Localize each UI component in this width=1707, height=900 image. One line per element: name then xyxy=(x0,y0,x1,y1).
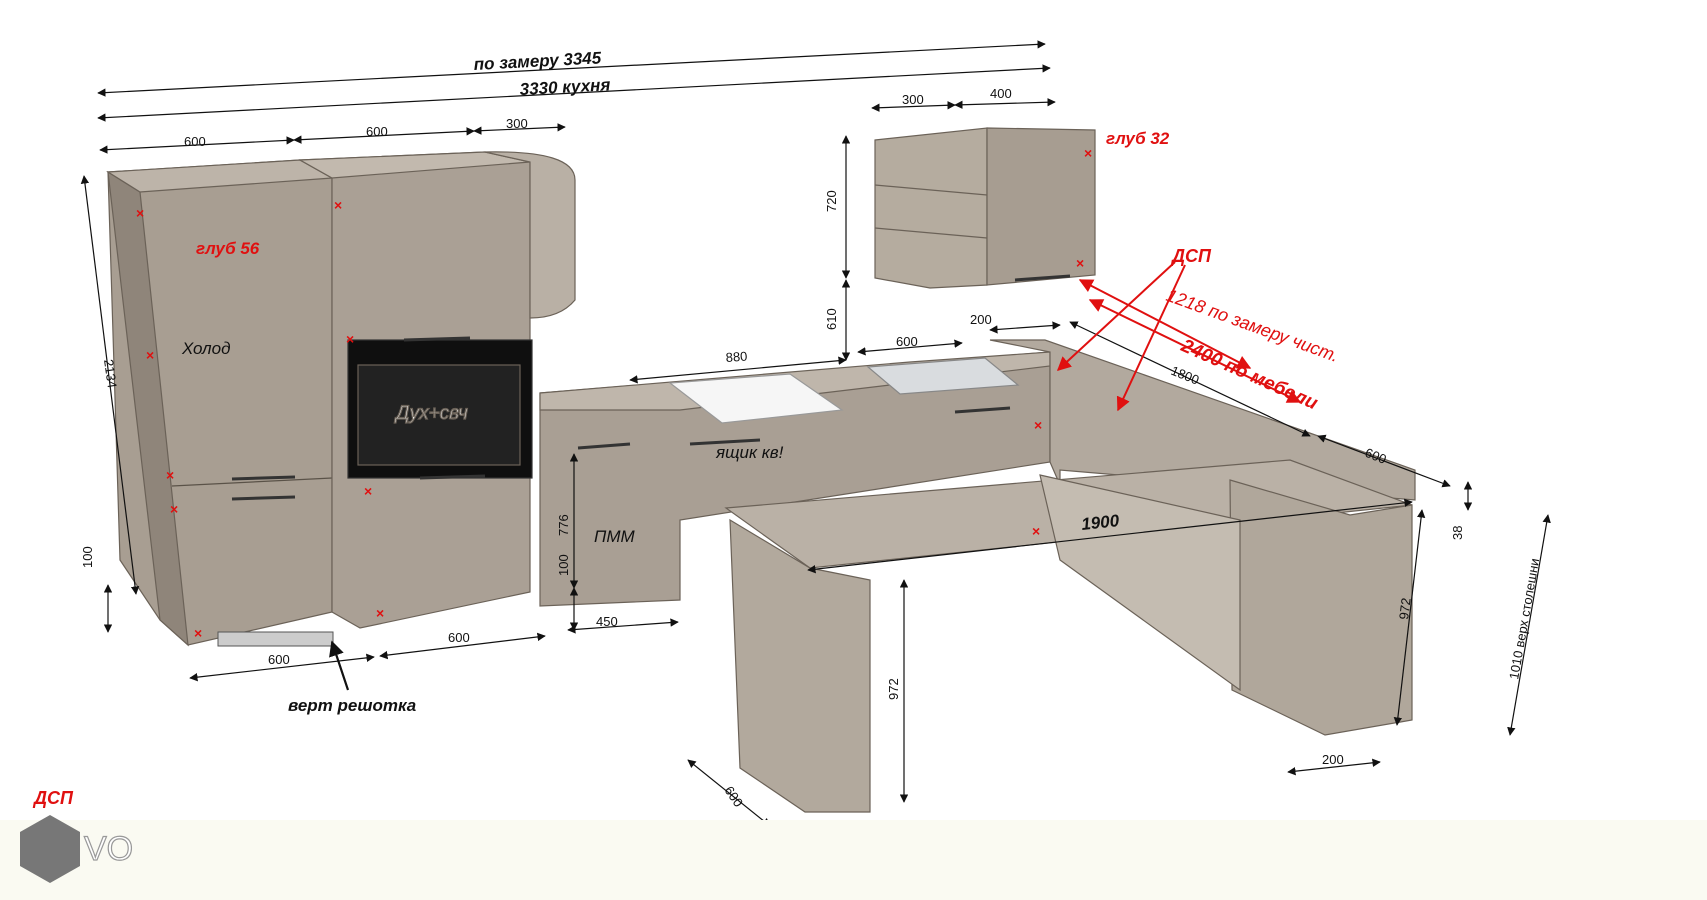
logo-text: VO xyxy=(84,830,133,868)
side-1800-dim: 1800 xyxy=(1169,363,1201,388)
top-dim-1: 600 xyxy=(184,134,206,149)
measure-total-label: по замеру 3345 xyxy=(473,48,602,74)
corner-dim: 200 xyxy=(970,312,992,327)
upper-depth-label: глуб 32 xyxy=(1106,129,1170,148)
corner-shelf-upper xyxy=(484,151,576,319)
dimension-lines xyxy=(80,40,1551,852)
tall-height-label: 2134 xyxy=(101,358,120,389)
plinth-label: 100 xyxy=(80,546,95,568)
svg-text:×: × xyxy=(194,625,202,641)
evo-logo: VO xyxy=(20,815,134,883)
dishwasher-label: ПММ xyxy=(594,527,635,546)
hob-dim: 880 xyxy=(725,349,748,365)
island-leg-right xyxy=(1229,479,1413,736)
footer-material-label: ДСП xyxy=(32,788,74,808)
material-arrows xyxy=(1056,261,1302,412)
handles xyxy=(231,274,1071,501)
pmm-height-dim: 776 xyxy=(556,514,571,536)
upper-dim-1: 300 xyxy=(902,92,924,107)
upper-height-label: 720 xyxy=(824,190,839,212)
svg-text:×: × xyxy=(334,197,342,213)
svg-text:×: × xyxy=(346,331,354,347)
counter-thickness-dim: 38 xyxy=(1450,526,1465,540)
right-leg-width-dim: 200 xyxy=(1322,752,1344,767)
fridge-label: Холод xyxy=(181,339,231,358)
svg-text:×: × xyxy=(1076,255,1084,271)
top-height-dim: 1010 верх столешни xyxy=(1506,557,1542,680)
kitchen-total-label: 3330 кухня xyxy=(519,75,611,99)
tall-depth-label: глуб 56 xyxy=(196,239,260,258)
footer-band xyxy=(0,820,1707,900)
material-callout: ДСП xyxy=(1170,246,1212,266)
top-dim-3: 300 xyxy=(506,116,528,131)
drawer-label: ящик кв! xyxy=(715,443,784,462)
gap-label: 610 xyxy=(824,308,839,330)
right-leg-height-dim: 972 xyxy=(1396,597,1414,620)
oven-label: Дух+свч xyxy=(394,403,468,424)
svg-text:×: × xyxy=(376,605,384,621)
grille-label: верт решотка xyxy=(288,696,416,715)
svg-text:×: × xyxy=(1084,145,1092,161)
upper-cabinet xyxy=(986,127,1096,286)
island-length-dim: 1900 xyxy=(1080,511,1120,534)
sink xyxy=(866,357,1020,395)
svg-text:×: × xyxy=(136,205,144,221)
svg-text:×: × xyxy=(146,347,154,363)
grille-pointer xyxy=(329,640,350,691)
upper-open-shelf xyxy=(874,127,988,289)
svg-text:×: × xyxy=(1034,417,1042,433)
vent-grille xyxy=(217,631,334,647)
bottom-dim-2: 600 xyxy=(448,630,470,645)
sink-dim: 600 xyxy=(896,334,918,349)
top-dim-2: 600 xyxy=(366,124,388,139)
left-leg-height-dim: 972 xyxy=(886,678,901,700)
svg-text:×: × xyxy=(166,467,174,483)
svg-text:×: × xyxy=(364,483,372,499)
svg-text:×: × xyxy=(1032,523,1040,539)
fixing-markers: × × × × × × × × × × × × × xyxy=(136,145,1092,641)
logo-hexagon-icon xyxy=(20,815,80,883)
pmm-plinth-dim: 100 xyxy=(556,554,571,576)
bottom-dim-3: 450 xyxy=(596,614,618,629)
upper-dim-2: 400 xyxy=(990,86,1012,101)
leg-depth-dim: 600 xyxy=(722,783,747,809)
svg-text:×: × xyxy=(170,501,178,517)
bottom-dim-1: 600 xyxy=(268,652,290,667)
